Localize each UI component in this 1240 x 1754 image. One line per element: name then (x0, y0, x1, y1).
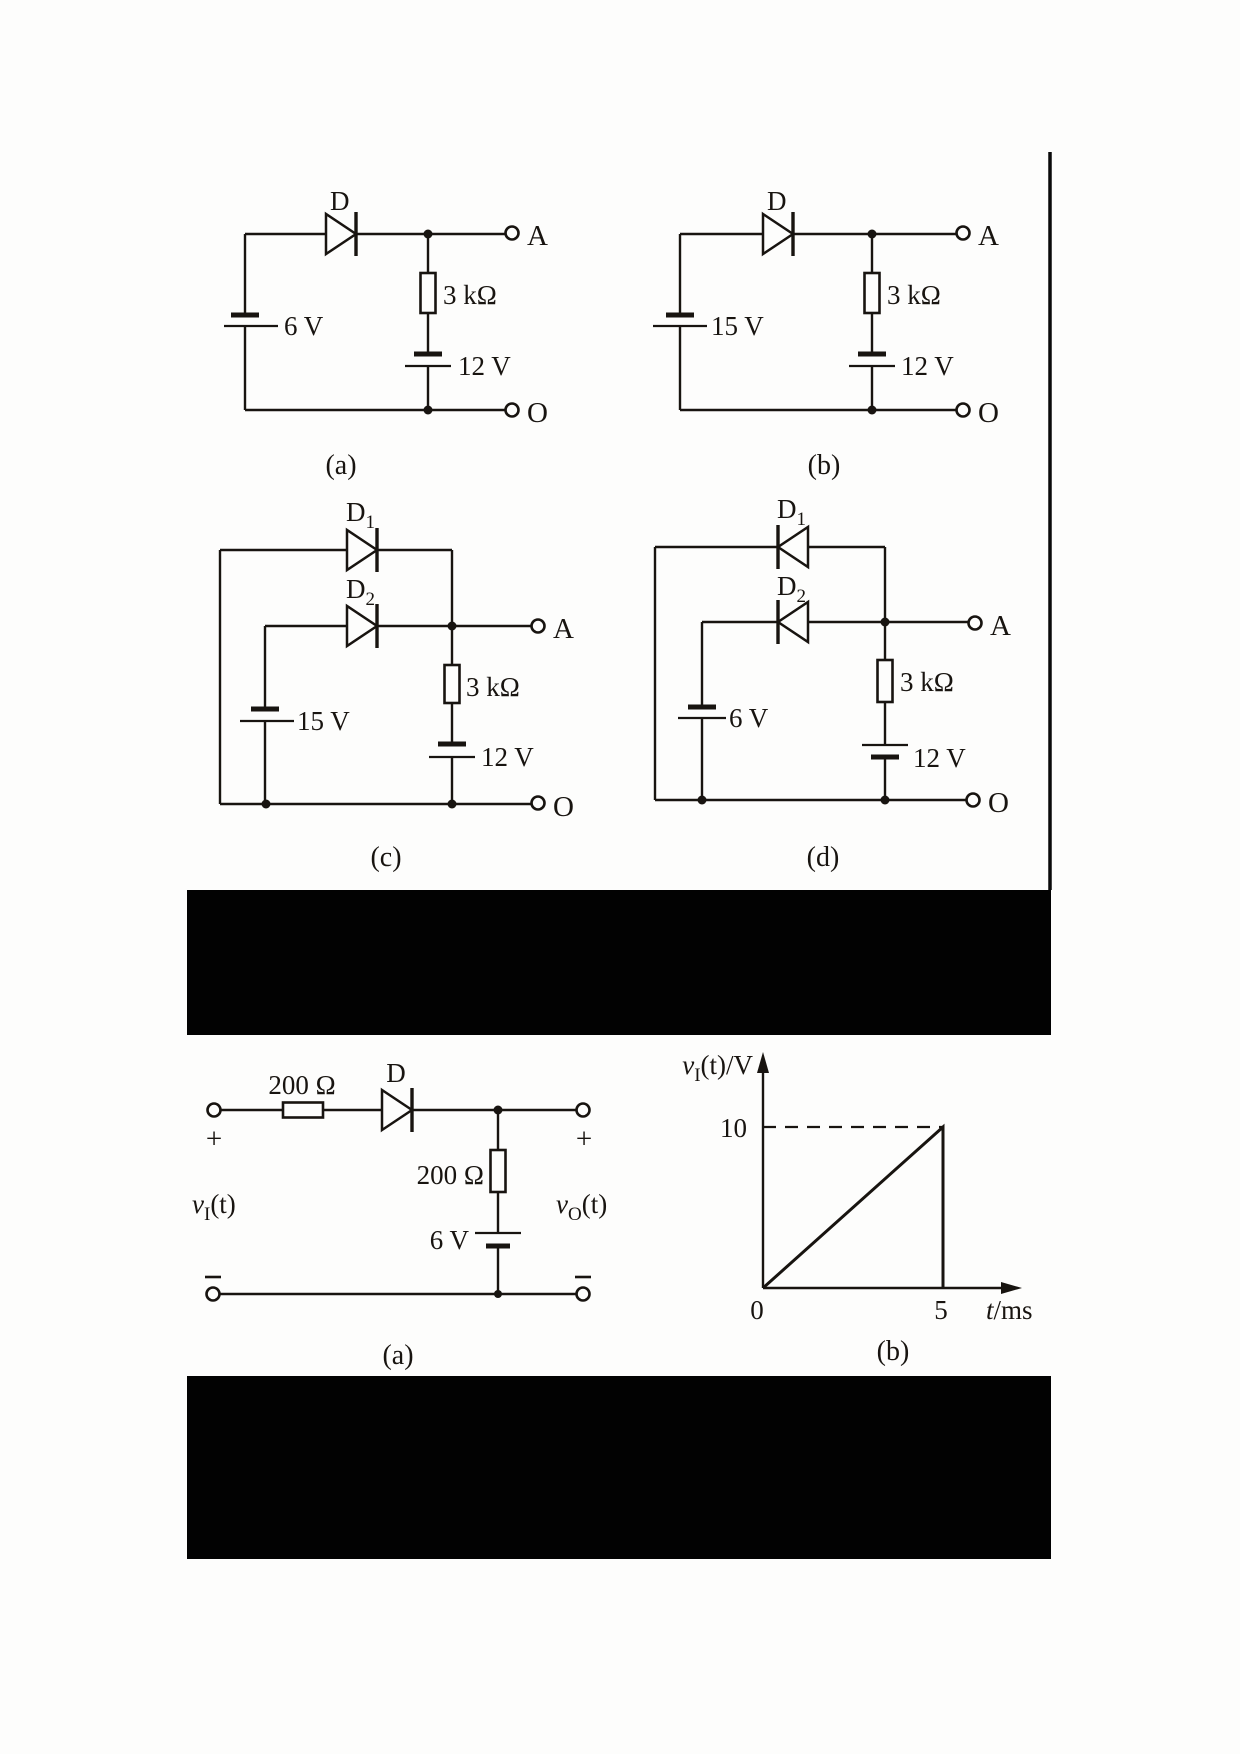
resistor-body (876, 658, 894, 704)
series-resistor-label: 200 Ω (268, 1070, 335, 1100)
battery2-label: 12 V (901, 351, 954, 381)
resistor-label: 3 kΩ (466, 672, 520, 702)
output-voltage-label: vO(t) (556, 1189, 607, 1225)
circuit-c: D1 D2 15 V 3 kΩ 12 V A O (c) (218, 497, 574, 873)
diode2-label: D2 (346, 574, 375, 610)
terminal-o (504, 402, 520, 418)
series-resistor-body (281, 1101, 325, 1119)
junction-dot (867, 229, 877, 239)
y-axis-label: vI(t)/V (682, 1050, 753, 1086)
diode-triangle (761, 211, 796, 257)
junction-dot (423, 229, 433, 239)
junction-dot (867, 405, 877, 415)
x-tick-five: 5 (934, 1295, 948, 1325)
diode2-label: D2 (777, 571, 806, 607)
resistor-label: 3 kΩ (443, 280, 497, 310)
source-voltage-label: 15 V (297, 706, 350, 736)
x-axis-label: t/ms (986, 1295, 1033, 1325)
battery2-label: 12 V (481, 742, 534, 772)
ramp-waveform (761, 1123, 945, 1290)
terminal-o (965, 792, 981, 808)
output-plus-sign: + (576, 1123, 592, 1155)
diode1-triangle (345, 527, 380, 573)
input-voltage-label: vI(t) (192, 1189, 236, 1225)
diode2-triangle (775, 599, 810, 645)
input-terminal-bottom (205, 1286, 221, 1302)
shunt-resistor-label: 200 Ω (417, 1160, 484, 1190)
caption: (b) (877, 1336, 910, 1367)
terminal-o (955, 402, 971, 418)
x-tick-zero: 0 (750, 1295, 764, 1325)
diode-label: D (767, 186, 787, 216)
junction-dot (423, 405, 433, 415)
caption: (a) (325, 450, 356, 481)
junction-dot (447, 621, 457, 631)
circuit-d: D1 D2 6 V 3 kΩ 12 V A O (d) (653, 494, 1011, 873)
output-terminal-top (575, 1102, 591, 1118)
diode1-label: D1 (777, 494, 806, 530)
junction-dot (880, 795, 890, 805)
resistor-label: 3 kΩ (900, 667, 954, 697)
redaction-bar-2 (187, 1376, 1051, 1559)
resistor-body (863, 271, 881, 315)
junction-dot (447, 799, 457, 809)
input-terminal-top (206, 1102, 222, 1118)
caption: (d) (807, 842, 840, 873)
terminal-a (530, 618, 546, 634)
diode-label: D (386, 1058, 406, 1088)
circuit-a: D 6 V 3 kΩ 12 V A O (a) (224, 186, 548, 481)
terminal-a (504, 225, 520, 241)
junction-dot (494, 1290, 502, 1298)
diode2-triangle (345, 603, 380, 649)
source-voltage-label: 15 V (711, 311, 764, 341)
terminal-a-label: A (978, 220, 999, 252)
terminal-a-label: A (527, 220, 548, 252)
terminal-o-label: O (988, 787, 1009, 819)
terminal-a (955, 225, 971, 241)
diode-label: D (330, 186, 350, 216)
resistor-body (419, 271, 437, 315)
terminal-a-label: A (553, 613, 574, 645)
source-voltage-label: 6 V (729, 703, 769, 733)
input-waveform-graph: vI(t)/V 10 0 5 t/ms (b) (682, 1050, 1032, 1367)
battery2-label: 12 V (913, 743, 966, 773)
junction-dot (261, 799, 271, 809)
terminal-a-label: A (990, 610, 1011, 642)
diode1-label: D1 (346, 497, 375, 533)
junction-dot (697, 795, 707, 805)
diode-triangle (380, 1087, 415, 1133)
y-tick-label: 10 (720, 1113, 747, 1143)
input-plus-sign: + (206, 1123, 222, 1155)
x-axis-arrowhead (1001, 1282, 1022, 1294)
source-voltage-label: 6 V (284, 311, 324, 341)
axes (761, 1068, 1008, 1290)
resistor-label: 3 kΩ (887, 280, 941, 310)
caption: (c) (370, 842, 401, 873)
caption: (a) (382, 1340, 413, 1371)
terminal-o-label: O (978, 397, 999, 429)
resistor-body (443, 663, 461, 705)
output-terminal-bottom (575, 1286, 591, 1302)
wires (220, 1108, 576, 1296)
terminal-o-label: O (553, 791, 574, 823)
circuit-b: D 15 V 3 kΩ 12 V A O (b) (653, 186, 999, 481)
diode-triangle (324, 211, 359, 257)
clipper-circuit: 200 Ω D + + vI(t) vO(t) 200 Ω 6 V (a) (192, 1058, 607, 1371)
terminal-o (530, 795, 546, 811)
shunt-resistor-body (489, 1148, 507, 1194)
diode1-triangle (775, 524, 810, 570)
y-axis-arrowhead (757, 1052, 769, 1073)
battery2-label: 12 V (458, 351, 511, 381)
junction-dot (880, 617, 890, 627)
caption: (b) (808, 450, 841, 481)
redaction-bar-1 (187, 890, 1051, 1035)
battery-label: 6 V (430, 1225, 470, 1255)
terminal-a (967, 615, 983, 631)
junction-dot (493, 1105, 503, 1115)
terminal-o-label: O (527, 397, 548, 429)
